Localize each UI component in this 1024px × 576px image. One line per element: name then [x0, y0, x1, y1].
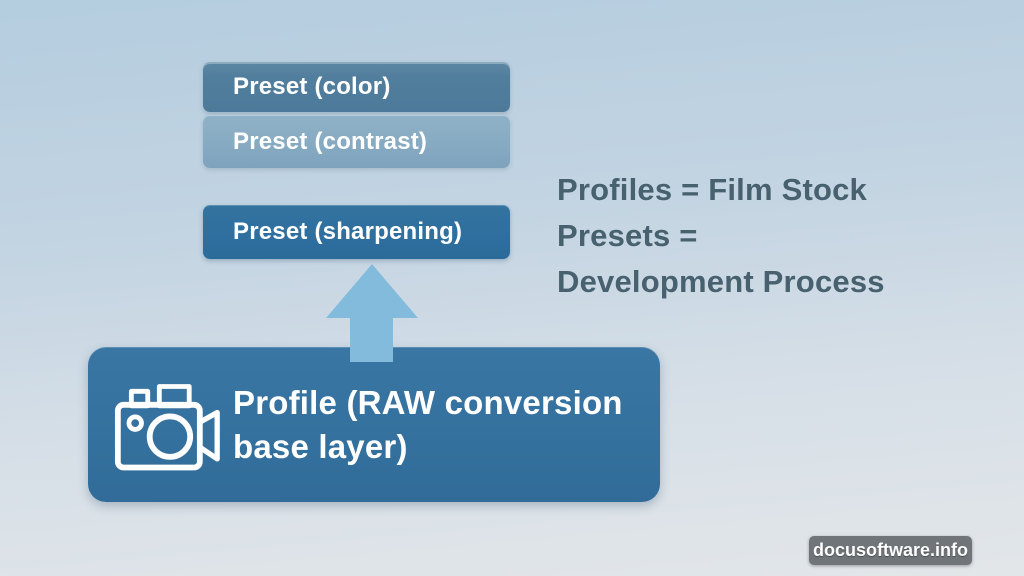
- up-arrow-icon: [326, 264, 418, 362]
- profile-label-line-2: base layer): [233, 428, 408, 465]
- profile-box-label: Profile (RAW conversion base layer): [233, 381, 623, 469]
- preset-contrast-label: Preset (contrast): [233, 127, 428, 155]
- profile-box: Profile (RAW conversion base layer): [88, 347, 660, 502]
- watermark-badge: docusoftware.info: [809, 536, 972, 565]
- preset-sharpening-box: Preset (sharpening): [203, 205, 510, 259]
- preset-color-box: Preset (color): [203, 62, 510, 112]
- preset-contrast-box: Preset (contrast): [203, 115, 510, 168]
- annotation-text-block: Profiles = Film Stock Presets = Developm…: [557, 167, 885, 305]
- camera-icon: [114, 382, 222, 472]
- preset-color-label: Preset (color): [233, 73, 391, 100]
- profile-label-line-1: Profile (RAW conversion: [233, 384, 623, 421]
- annotation-line-3: Development Process: [557, 264, 885, 299]
- preset-sharpening-label: Preset (sharpening): [233, 218, 463, 245]
- watermark-label: docusoftware.info: [812, 540, 968, 560]
- annotation-line-2: Presets =: [557, 218, 698, 253]
- annotation-line-1: Profiles = Film Stock: [557, 172, 867, 207]
